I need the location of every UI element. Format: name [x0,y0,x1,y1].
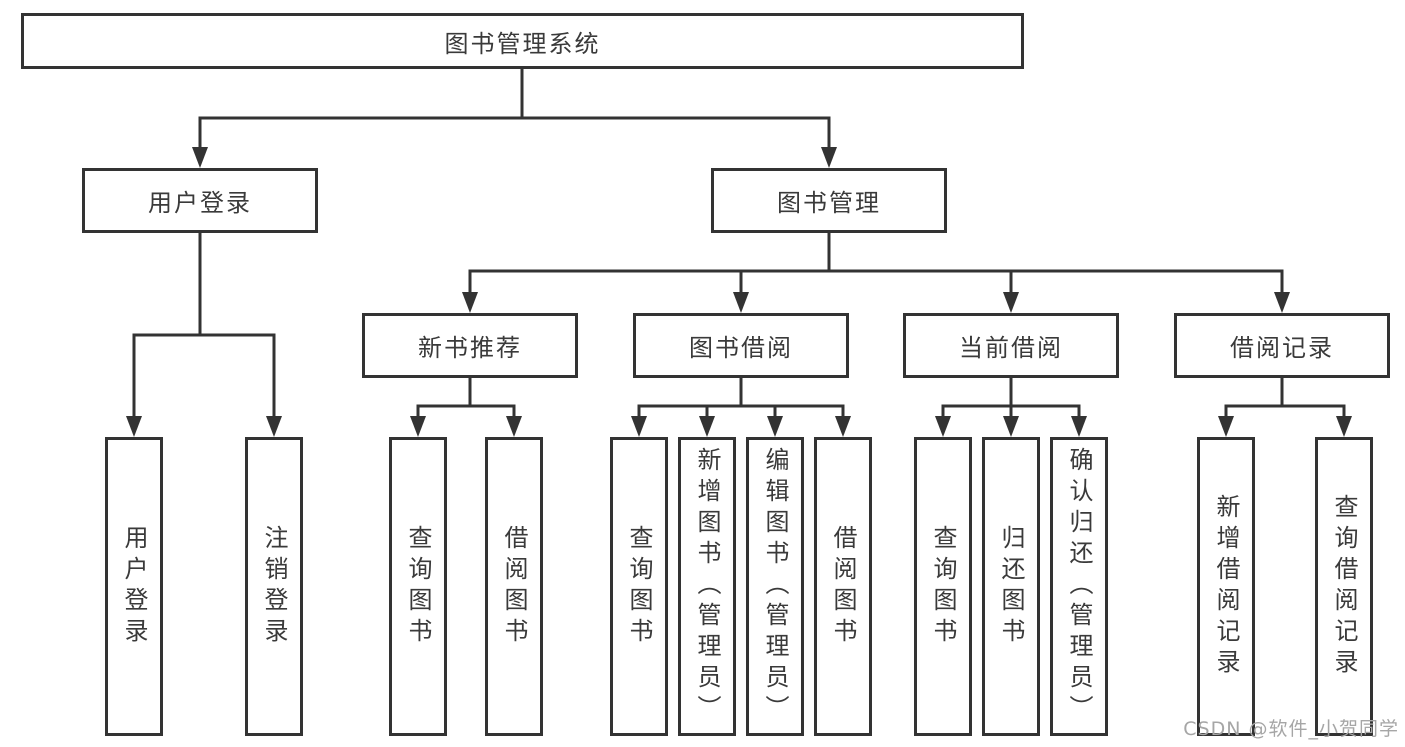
node-book-management-label: 图书管理 [777,189,881,217]
connector-root [192,66,837,168]
node-confirm-return-admin: 确认归还（管理员） [1050,437,1108,736]
node-new-book-recommend: 新书推荐 [362,313,578,378]
node-user-login: 用户登录 [82,168,318,233]
node-borrow-books-recommend: 借阅图书 [485,437,543,736]
node-book-borrowing-label: 图书借阅 [689,334,793,362]
node-logout: 注销登录 [245,437,303,736]
node-new-book-recommend-label: 新书推荐 [418,334,522,362]
node-add-borrow-record: 新增借阅记录 [1197,437,1255,736]
connector-borrow-records [1218,376,1352,437]
node-confirm-return-admin-label: 确认归还（管理员） [1065,447,1093,726]
node-return-books-label: 归还图书 [997,524,1025,649]
node-edit-book-admin: 编辑图书（管理员） [746,437,804,736]
node-book-borrowing: 图书借阅 [633,313,849,378]
node-user-login-leaf-label: 用户登录 [120,524,148,649]
node-query-borrow-record-label: 查询借阅记录 [1330,493,1358,680]
csdn-watermark: CSDN @软件_小贺同学 [1183,718,1399,740]
node-borrow-books-borrowing: 借阅图书 [814,437,872,736]
node-library-management-system: 图书管理系统 [21,13,1024,69]
node-borrow-records-label: 借阅记录 [1230,334,1334,362]
node-query-books-borrowing-label: 查询图书 [625,524,653,649]
node-query-books-recommend-label: 查询图书 [404,524,432,649]
connector-book-management [462,231,1290,313]
node-borrow-books-recommend-label: 借阅图书 [500,524,528,649]
node-query-books-current-label: 查询图书 [929,524,957,649]
node-add-book-admin: 新增图书（管理员） [678,437,736,736]
node-add-borrow-record-label: 新增借阅记录 [1212,493,1240,680]
node-borrow-books-borrowing-label: 借阅图书 [829,524,857,649]
node-query-books-recommend: 查询图书 [389,437,447,736]
node-query-books-borrowing: 查询图书 [610,437,668,736]
node-book-management: 图书管理 [711,168,947,233]
node-logout-label: 注销登录 [260,524,288,649]
node-add-book-admin-label: 新增图书（管理员） [693,447,721,726]
node-current-borrowing-label: 当前借阅 [959,334,1063,362]
node-edit-book-admin-label: 编辑图书（管理员） [761,447,789,726]
node-return-books: 归还图书 [982,437,1040,736]
connector-current-borrowing [935,376,1087,437]
node-query-borrow-record: 查询借阅记录 [1315,437,1373,736]
connector-book-borrowing [631,376,851,437]
node-user-login-label: 用户登录 [148,189,252,217]
node-current-borrowing: 当前借阅 [903,313,1119,378]
node-query-books-current: 查询图书 [914,437,972,736]
node-user-login-leaf: 用户登录 [105,437,163,736]
node-borrow-records: 借阅记录 [1174,313,1390,378]
connector-user-login [126,231,282,437]
connector-new-book-recommend [410,376,522,437]
node-library-management-system-label: 图书管理系统 [444,29,601,58]
